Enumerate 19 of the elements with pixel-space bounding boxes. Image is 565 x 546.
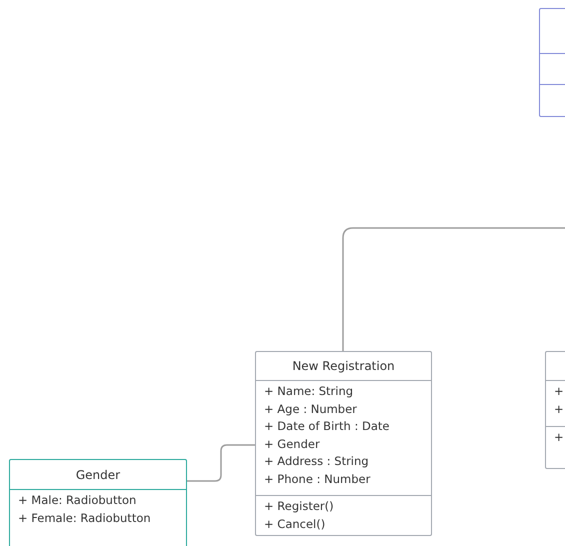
class-name: New Registration: [292, 359, 395, 373]
class-attribute: +: [554, 383, 565, 400]
class-attribute: + Phone : Number: [264, 470, 372, 488]
class-box: [255, 351, 432, 536]
class-box: [9, 459, 187, 546]
class-attribute: + Address : String: [264, 453, 370, 470]
connector-line: [342, 227, 565, 351]
class-attribute: + Date of Birth : Date: [264, 418, 390, 435]
class-method: +: [554, 429, 565, 446]
class-method: + Register(): [264, 498, 335, 515]
class-attribute: + Gender: [264, 436, 321, 452]
connector-line: [187, 444, 255, 482]
class-attribute: + Name: String: [264, 383, 354, 400]
class-attribute: +: [554, 400, 565, 418]
class-method: + Cancel(): [264, 516, 326, 532]
class-attribute: + Male: Radiobutton: [18, 492, 138, 509]
class-attribute: + Female: Radiobutton: [18, 510, 152, 526]
class-attribute: + Age : Number: [264, 400, 358, 418]
class-name: Gender: [76, 468, 120, 482]
